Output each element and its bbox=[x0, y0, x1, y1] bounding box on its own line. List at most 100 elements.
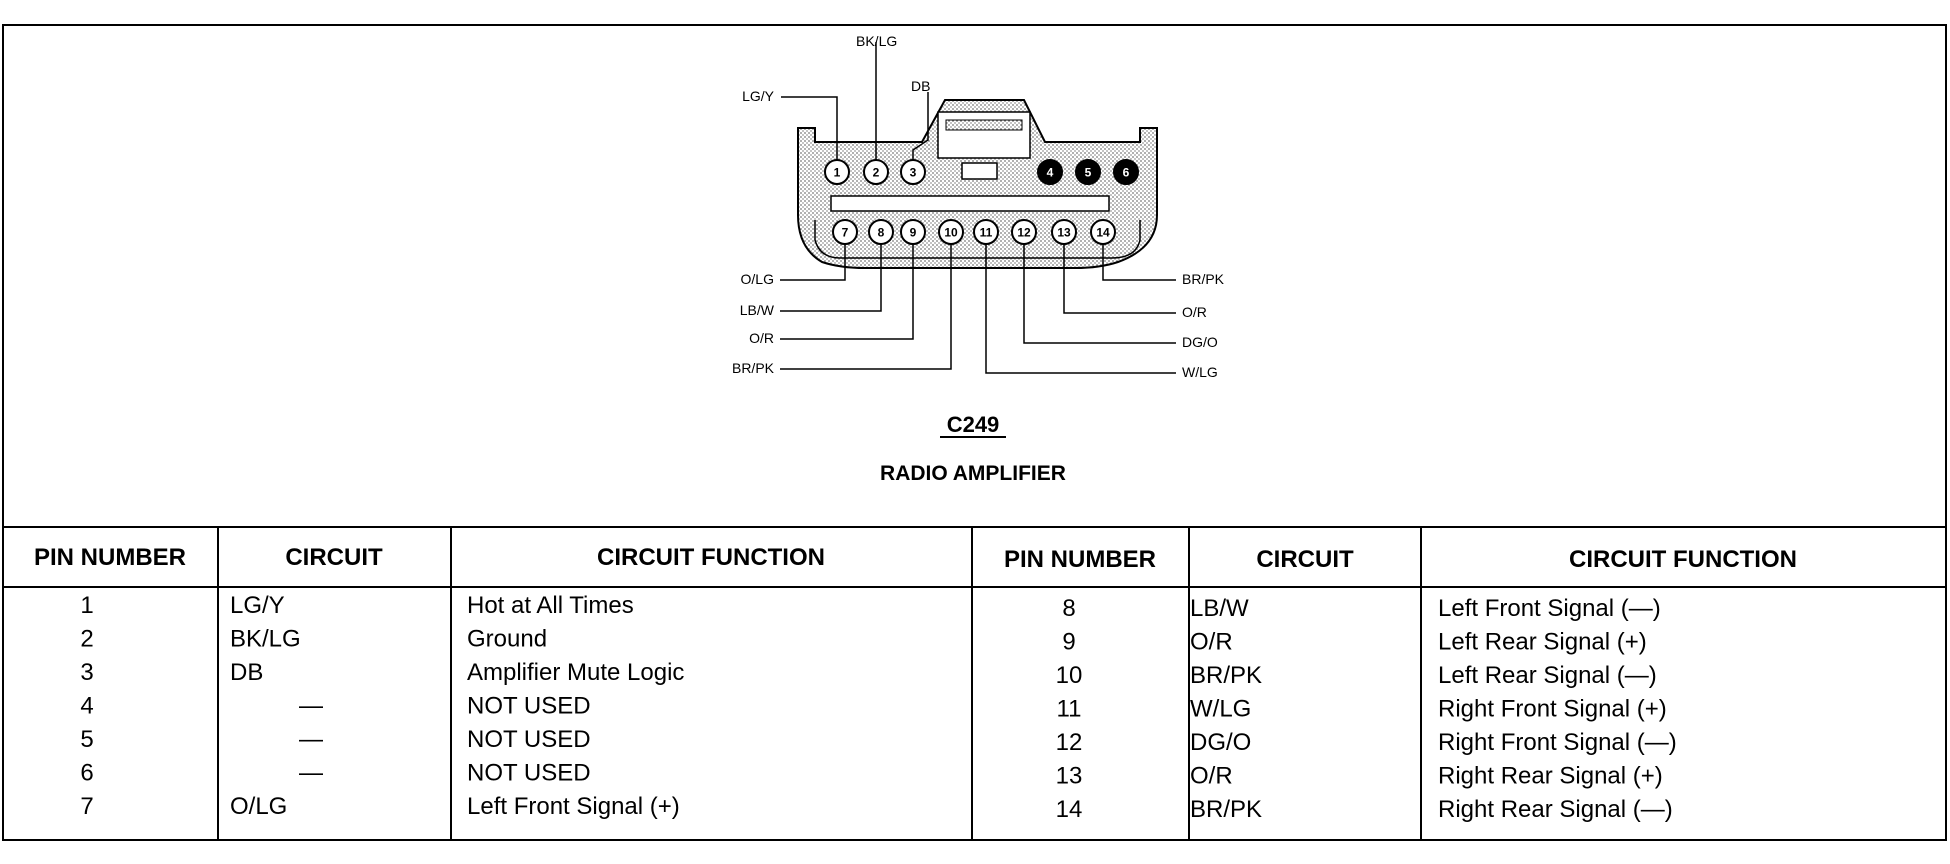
pin-cavity bbox=[1075, 159, 1101, 185]
connector-id: C249 bbox=[947, 412, 1000, 437]
pin-number-cell: 4 bbox=[80, 693, 93, 720]
pin-11: 11 bbox=[973, 219, 999, 245]
circuit-function-cell: Left Rear Signal (+) bbox=[1438, 629, 1647, 656]
circuit-cell: BR/PK bbox=[1190, 796, 1262, 823]
pin-number-label: 9 bbox=[910, 226, 917, 240]
pin-number-label: 1 bbox=[834, 166, 841, 180]
circuit-cell: LG/Y bbox=[230, 592, 285, 619]
pin-number-cell: 12 bbox=[1056, 729, 1083, 756]
pin-4: 4 bbox=[1037, 159, 1063, 185]
pin-number-cell: 13 bbox=[1056, 763, 1083, 790]
pin-number-label: 7 bbox=[842, 226, 849, 240]
pin-number-label: 10 bbox=[944, 226, 958, 240]
wire-label-pin-9: O/R bbox=[749, 330, 774, 346]
wire-label-pin-8: LB/W bbox=[740, 302, 775, 318]
pin-number-label: 13 bbox=[1057, 226, 1071, 240]
connector-name: RADIO AMPLIFIER bbox=[880, 462, 1066, 485]
wire-label-pin-12: DG/O bbox=[1182, 334, 1218, 350]
wire-label-pin-1: LG/Y bbox=[742, 88, 775, 104]
circuit-cell: O/R bbox=[1190, 629, 1233, 656]
circuit-cell: — bbox=[299, 760, 323, 787]
wire-label-pin-11: W/LG bbox=[1182, 364, 1218, 380]
pin-number-cell: 2 bbox=[80, 626, 93, 653]
circuit-function-cell: Left Rear Signal (—) bbox=[1438, 662, 1657, 689]
latch-window bbox=[937, 111, 1031, 159]
wire-pin-11 bbox=[985, 244, 1176, 374]
circuit-function-cell: Right Front Signal (—) bbox=[1438, 729, 1677, 756]
pin-14: 14 bbox=[1090, 219, 1116, 245]
pin-number-label: 5 bbox=[1085, 166, 1092, 180]
pin-9: 9 bbox=[900, 219, 926, 245]
pin-number-label: 6 bbox=[1123, 166, 1130, 180]
pin-number-label: 12 bbox=[1017, 226, 1031, 240]
pin-cavity bbox=[1037, 159, 1063, 185]
wire-pin-1 bbox=[781, 96, 838, 160]
pin-number-cell: 14 bbox=[1056, 796, 1083, 823]
circuit-function-cell: Right Rear Signal (+) bbox=[1438, 763, 1663, 790]
header-circuit-function-left: CIRCUIT FUNCTION bbox=[597, 544, 825, 571]
circuit-function-cell: Ground bbox=[467, 626, 547, 653]
key-slot bbox=[961, 162, 998, 180]
pin-number-cell: 11 bbox=[1057, 696, 1082, 723]
pin-number-cell: 7 bbox=[80, 793, 93, 820]
wire-label-pin-3: DB bbox=[911, 78, 930, 94]
pin-number-cell: 9 bbox=[1062, 629, 1075, 656]
circuit-cell: DB bbox=[230, 659, 263, 686]
header-circuit-left: CIRCUIT bbox=[285, 544, 383, 571]
wires bbox=[780, 42, 1176, 374]
circuit-cell: O/LG bbox=[230, 793, 287, 820]
wire-pin-8 bbox=[780, 244, 882, 312]
pin-number-label: 3 bbox=[910, 166, 917, 180]
wire-label-pin-2: BK/LG bbox=[856, 33, 897, 49]
circuit-function-cell: NOT USED bbox=[467, 726, 591, 753]
wire-pin-13 bbox=[1063, 244, 1176, 314]
pin-number-cell: 3 bbox=[80, 659, 93, 686]
pin-13: 13 bbox=[1051, 219, 1077, 245]
circuit-function-cell: NOT USED bbox=[467, 760, 591, 787]
circuit-cell: — bbox=[299, 726, 323, 753]
wire-label-pin-14: BR/PK bbox=[1182, 271, 1225, 287]
circuit-cell: DG/O bbox=[1190, 729, 1251, 756]
pin-6: 6 bbox=[1113, 159, 1139, 185]
circuit-function-cell: NOT USED bbox=[467, 693, 591, 720]
wire-pin-7 bbox=[780, 244, 846, 281]
pinout-table bbox=[3, 526, 1946, 840]
circuit-cell: — bbox=[299, 693, 323, 720]
circuit-function-cell: Left Front Signal (+) bbox=[467, 793, 680, 820]
circuit-function-cell: Hot at All Times bbox=[467, 592, 634, 619]
circuit-cell: BK/LG bbox=[230, 626, 301, 653]
pin-number-label: 11 bbox=[980, 226, 993, 240]
pin-12: 12 bbox=[1011, 219, 1037, 245]
pin-2: 2 bbox=[863, 159, 889, 185]
circuit-function-cell: Left Front Signal (—) bbox=[1438, 595, 1661, 622]
wire-pin-3 bbox=[912, 92, 929, 160]
connector-recess bbox=[814, 220, 1141, 259]
header-circuit-right: CIRCUIT bbox=[1256, 546, 1354, 573]
circuit-cell: W/LG bbox=[1190, 696, 1251, 723]
pin-10: 10 bbox=[938, 219, 964, 245]
header-pin-number-right: PIN NUMBER bbox=[1004, 546, 1156, 573]
pin-3: 3 bbox=[900, 159, 926, 185]
pin-number-cell: 8 bbox=[1062, 595, 1075, 622]
pin-7: 7 bbox=[832, 219, 858, 245]
pin-5: 5 bbox=[1075, 159, 1101, 185]
wire-label-pin-13: O/R bbox=[1182, 304, 1207, 320]
circuit-cell: BR/PK bbox=[1190, 662, 1262, 689]
wire-label-pin-10: BR/PK bbox=[732, 360, 775, 376]
circuit-function-cell: Right Front Signal (+) bbox=[1438, 696, 1667, 723]
wire-pin-12 bbox=[1023, 244, 1176, 344]
wire-pin-14 bbox=[1102, 244, 1176, 281]
header-circuit-function-right: CIRCUIT FUNCTION bbox=[1569, 546, 1797, 573]
circuit-cell: O/R bbox=[1190, 763, 1233, 790]
pin-1: 1 bbox=[824, 159, 850, 185]
pin-number-label: 2 bbox=[873, 166, 880, 180]
wire-pin-10 bbox=[780, 244, 952, 370]
pin-number-cell: 5 bbox=[80, 726, 93, 753]
latch-tab bbox=[945, 119, 1023, 131]
wire-label-pin-7: O/LG bbox=[741, 271, 774, 287]
wire-pin-9 bbox=[780, 244, 914, 340]
pin-number-cell: 1 bbox=[80, 592, 93, 619]
pin-8: 8 bbox=[868, 219, 894, 245]
